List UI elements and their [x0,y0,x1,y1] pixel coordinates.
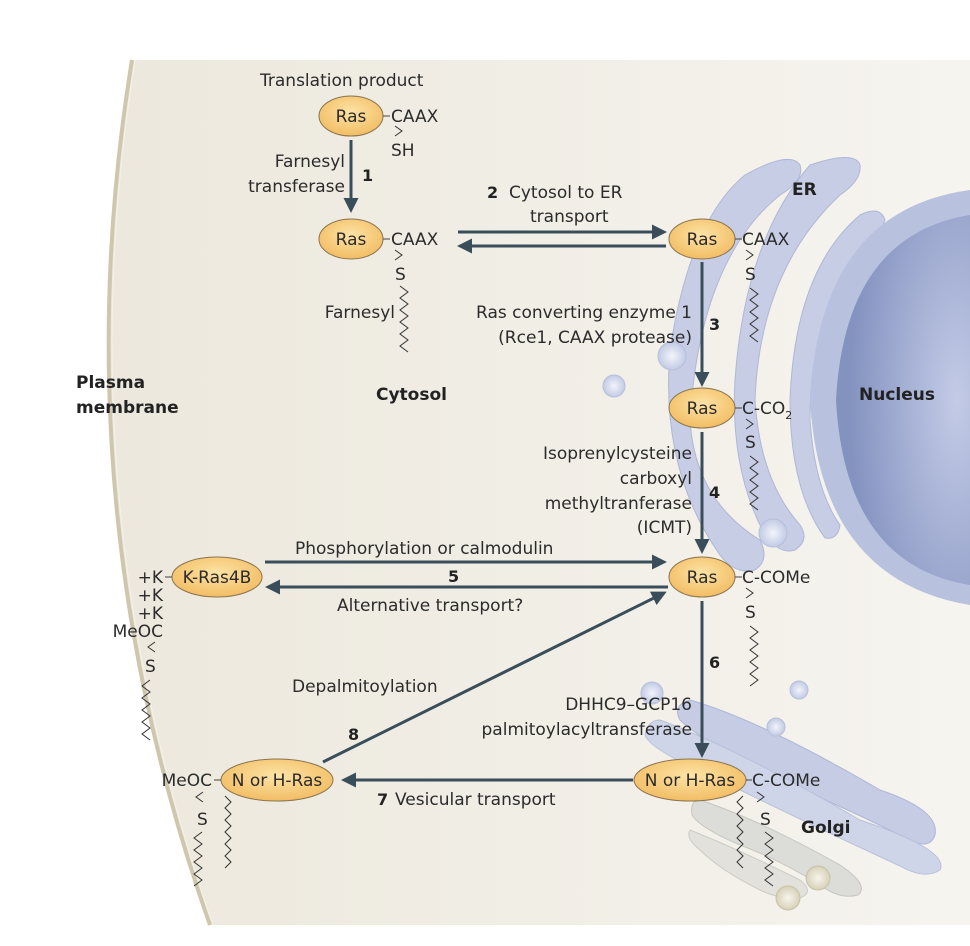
step-3-label-2: (Rce1, CAAX protease) [498,328,692,348]
svg-text:Ras: Ras [336,107,367,127]
svg-text:N or H-Ras: N or H-Ras [645,771,736,791]
ras-farnesylated: Ras [318,218,384,260]
caax-group: CAAX [391,107,439,127]
n-h-ras-golgi: N or H-Ras [633,758,747,802]
svg-text:Ras: Ras [687,399,718,419]
step-5-number: 5 [448,567,459,586]
step-6-label: DHHC9–GCP16 [565,695,692,715]
lysine-2: +K [138,586,164,606]
cytosol-label: Cytosol [376,385,447,405]
c-come-group: C-COMe [752,771,820,791]
plasma-membrane-label: Plasma [76,373,145,393]
step-4-label-4: (ICMT) [637,518,692,538]
farnesyl-label: Farnesyl [325,303,395,323]
golgi-organelle [640,680,942,911]
step-5-label-2: Alternative transport? [337,596,523,616]
s-group: S [745,603,756,623]
step-1-label-2: transferase [248,177,345,197]
step-2-number: 2 [487,183,498,202]
er-vesicle [657,341,687,371]
svg-text:Ras: Ras [336,230,367,250]
lysine-1: +K [138,568,164,588]
s-group: S [745,433,756,453]
s-group: S [760,810,771,830]
step-5-label: Phosphorylation or calmodulin [295,539,553,559]
nucleus-label: Nucleus [859,385,935,405]
svg-text:K-Ras4B: K-Ras4B [183,568,252,588]
step-4-number: 4 [709,483,720,502]
step-3-number: 3 [709,315,720,334]
er-vesicle [758,518,788,548]
er-vesicle [602,374,626,398]
s-group: S [145,657,156,677]
step-7-number: 7 [377,790,388,809]
step-8-arrow [322,591,667,764]
svg-text:Ras: Ras [687,568,718,588]
c-co2-group: C-CO2 [742,399,792,422]
step-4-label-2: carboxyl [620,469,692,489]
step-2-label-2: transport [530,207,609,227]
s-group: S [197,810,208,830]
plasma-membrane-label-2: membrane [76,398,179,418]
er-label: ER [792,180,817,200]
s-group: S [745,265,756,285]
step-6-number: 6 [709,653,720,672]
step-4-label-3: methyltranferase [545,494,692,514]
sh-group: SH [391,141,415,161]
step-1-label: Farnesyl [275,152,345,172]
plasma-membrane [106,59,212,926]
n-h-ras-membrane: N or H-Ras [220,758,334,802]
ras-at-er: Ras [668,218,736,260]
step-8-number: 8 [348,725,359,744]
svg-text:N or H-Ras: N or H-Ras [232,771,323,791]
lysine-3: +K [138,604,164,624]
k-ras4b: K-Ras4B [171,556,263,598]
ras-translation-product: Ras [318,95,384,137]
meoc-group: MeOC [113,622,163,642]
step-6-label-2: palmitoylacyltransferase [482,720,692,740]
step-2-label: Cytosol to ER [509,183,623,203]
translation-product-label: Translation product [259,71,424,91]
golgi-label: Golgi [801,818,850,838]
s-group: S [395,265,406,285]
ras-cleaved: Ras [668,387,736,429]
caax-group: CAAX [391,230,439,250]
meoc-group: MeOC [162,771,212,791]
step-8-label: Depalmitoylation [292,677,438,697]
step-1-number: 1 [362,166,373,185]
c-come-group: C-COMe [742,568,810,588]
step-7-label: Vesicular transport [395,790,556,810]
nucleus [836,215,970,585]
svg-text:Ras: Ras [687,230,718,250]
step-3-label: Ras converting enzyme 1 [476,303,692,323]
ras-methylated: Ras [668,556,736,598]
caax-group: CAAX [742,230,790,250]
step-4-label: Isoprenylcysteine [543,444,692,464]
